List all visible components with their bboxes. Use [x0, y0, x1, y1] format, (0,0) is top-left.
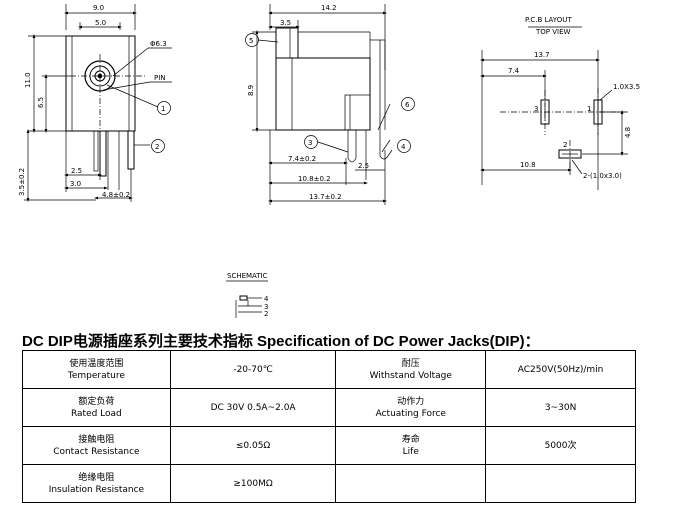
pcb-title: P.C.B LAYOUT [525, 16, 572, 24]
spec-value [485, 464, 636, 503]
front-dim-b-label: 3.0 [70, 180, 81, 188]
front-view [24, 4, 172, 203]
pcb-pad-3-label: 3 [534, 105, 538, 113]
spec-value: -20-70℃ [169, 350, 337, 389]
side-height-label: 8.9 [247, 85, 255, 96]
pcb-dim-total-label: 13.7 [534, 51, 550, 59]
front-width-total-label: 9.0 [93, 4, 104, 12]
spec-value: 3~30N [485, 388, 636, 427]
drawing-labels: 9.0 5.0 Φ6.3 PIN 11.0 6.5 3.5±0.2 2.5 3.… [18, 4, 640, 318]
callout-3: 3 [308, 139, 312, 147]
callout-5: 5 [249, 37, 253, 45]
schematic-pin-3: 3 [264, 303, 268, 311]
pcb-slot-b-label: 2-(1.0x3.0) [583, 172, 622, 180]
side-dim-top-label: 3.5 [280, 19, 291, 27]
spec-value: ≥100MΩ [169, 464, 337, 503]
pcb-dim-a-label: 7.4 [508, 67, 520, 75]
diameter-label: Φ6.3 [150, 40, 167, 48]
front-dim-c-label: 4.8±0.2 [102, 191, 130, 199]
schematic [226, 280, 268, 318]
front-height-total-label: 11.0 [24, 72, 32, 88]
spec-value: DC 30V 0.5A~2.0A [169, 388, 337, 427]
spec-value: 5000次 [485, 426, 636, 465]
pcb-layout [479, 26, 628, 190]
pin-label: PIN [154, 74, 166, 82]
spec-title: DC DIP电源插座系列主要技术指标 Specification of DC P… [22, 333, 540, 350]
callout-6: 6 [405, 101, 410, 109]
pcb-slot-a-label: 1.0X3.5 [613, 83, 640, 91]
front-width-inner-label: 5.0 [95, 19, 106, 27]
spec-value: AC250V(50Hz)/min [485, 350, 636, 389]
spec-label [335, 464, 487, 503]
side-length-total-label: 14.2 [321, 4, 337, 12]
callout-2: 2 [155, 143, 159, 151]
schematic-title: SCHEMATIC [227, 272, 268, 280]
pcb-subtitle: TOP VIEW [535, 28, 571, 36]
callout-1: 1 [161, 105, 165, 113]
side-view [245, 4, 415, 205]
pcb-dim-b-label: 10.8 [520, 161, 536, 169]
pcb-dim-height-label: 4.8 [624, 127, 632, 138]
spec-value: ≤0.05Ω [169, 426, 337, 465]
front-dim-a-label: 2.5 [71, 167, 82, 175]
side-dim-d-label: 2.5 [358, 162, 369, 170]
pcb-pad-2-label: 2 [563, 141, 567, 149]
front-height-pin-label: 6.5 [37, 97, 45, 108]
front-side-dim-label: 3.5±0.2 [18, 168, 26, 196]
pcb-pad-1-label: 1 [587, 105, 591, 113]
side-dim-b-label: 10.8±0.2 [298, 175, 331, 183]
schematic-pin-4: 4 [264, 295, 269, 303]
technical-drawing: 9.0 5.0 Φ6.3 PIN 11.0 6.5 3.5±0.2 2.5 3.… [18, 4, 640, 318]
side-dim-c-label: 13.7±0.2 [309, 193, 342, 201]
side-dim-a-label: 7.4±0.2 [288, 155, 316, 163]
callout-4: 4 [401, 143, 406, 151]
schematic-pin-2: 2 [264, 310, 268, 318]
